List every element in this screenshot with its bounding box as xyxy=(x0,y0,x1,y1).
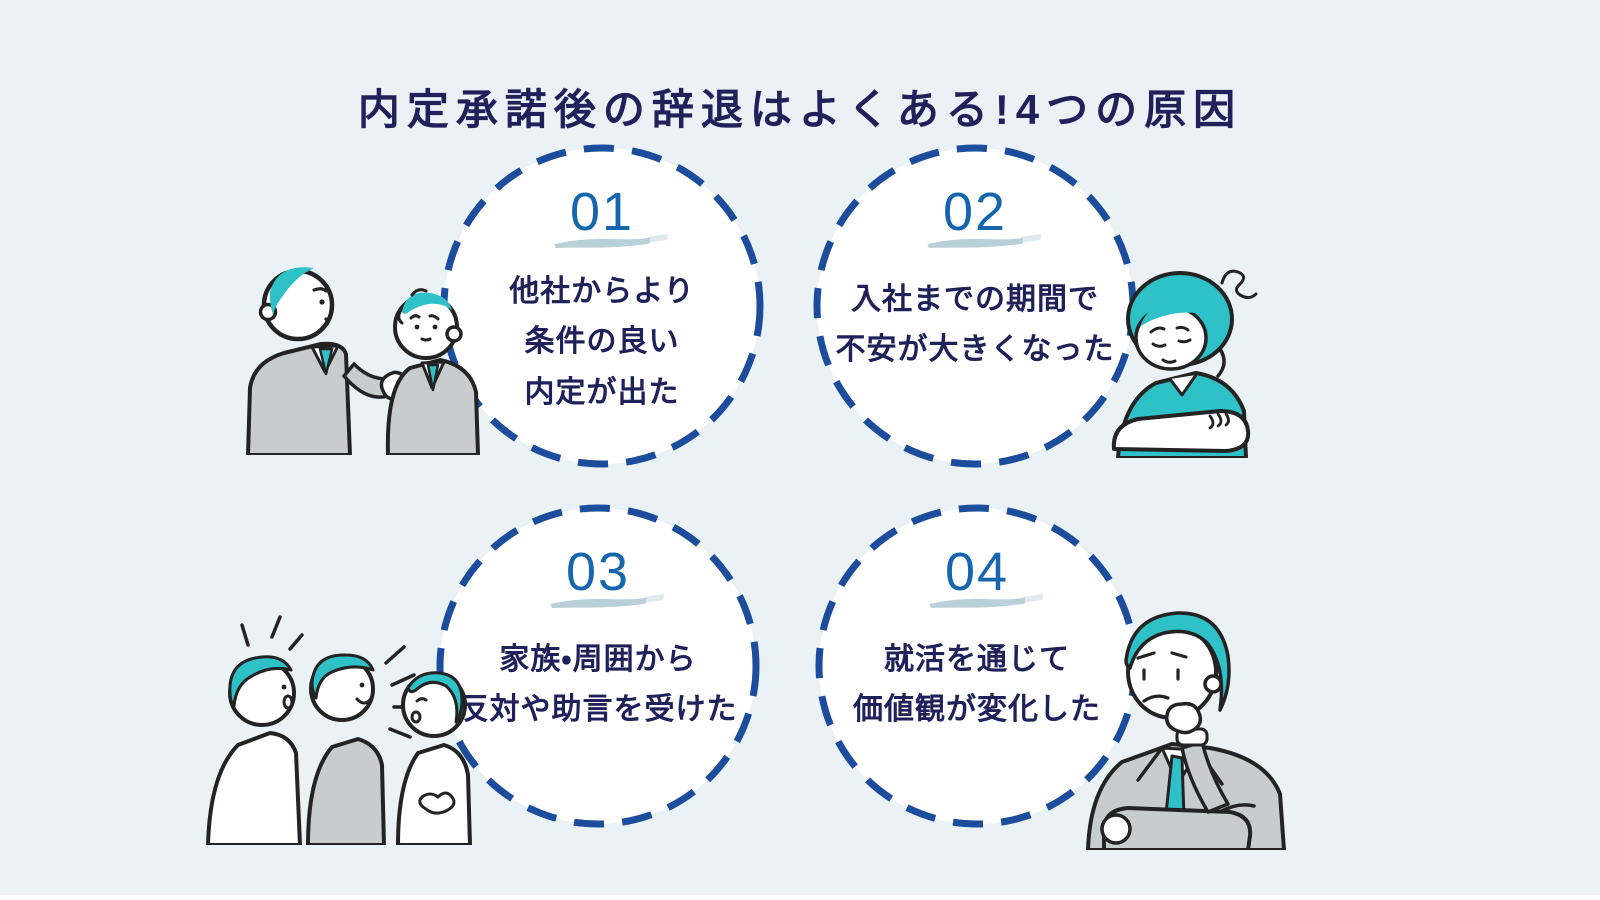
cause-number: 04 xyxy=(944,542,1010,602)
cause-number: 01 xyxy=(569,182,635,242)
cause-text-line: 就活を通じて xyxy=(884,643,1070,676)
dashed-ring xyxy=(436,504,760,828)
number-underline xyxy=(550,594,665,608)
cause-circle-04: 04 就活を通じて 価値観が変化した xyxy=(812,501,1142,831)
cause-text-line: 価値観が変化した xyxy=(853,693,1101,727)
cause-text-line: 条件の良い xyxy=(524,325,680,359)
worried-woman-illustration xyxy=(1111,269,1258,458)
cause-circle-02: 02 入社までの期間で 不安が大きくなった xyxy=(810,141,1140,471)
thinking-businessman-illustration xyxy=(1086,611,1286,850)
number-underline xyxy=(927,234,1042,248)
cause-number: 02 xyxy=(942,182,1008,242)
cause-circle-01: 01 他社からより 条件の良い 内定が出た xyxy=(437,141,767,471)
cause-text-line: 反対や助言を受けた xyxy=(458,693,738,727)
two-businessmen-illustration xyxy=(246,267,480,455)
number-underline xyxy=(929,594,1044,608)
family-advice-illustration xyxy=(206,615,472,845)
cause-text-line: 家族・周囲から xyxy=(499,643,697,676)
cause-circle-03: 03 家族・周囲から 反対や助言を受けた xyxy=(433,501,763,831)
cause-text-line: 不安が大きくなった xyxy=(835,333,1115,367)
cause-text-line: 入社までの期間で xyxy=(851,283,1099,316)
cause-text-line: 内定が出た xyxy=(524,375,680,409)
number-underline xyxy=(554,234,669,248)
cause-number: 03 xyxy=(565,542,631,602)
page-title: 内定承諾後の辞退はよくある!4つの原因 xyxy=(357,86,1243,134)
cause-text-line: 他社からより xyxy=(509,275,695,308)
bottom-edge-strip xyxy=(0,895,1600,900)
